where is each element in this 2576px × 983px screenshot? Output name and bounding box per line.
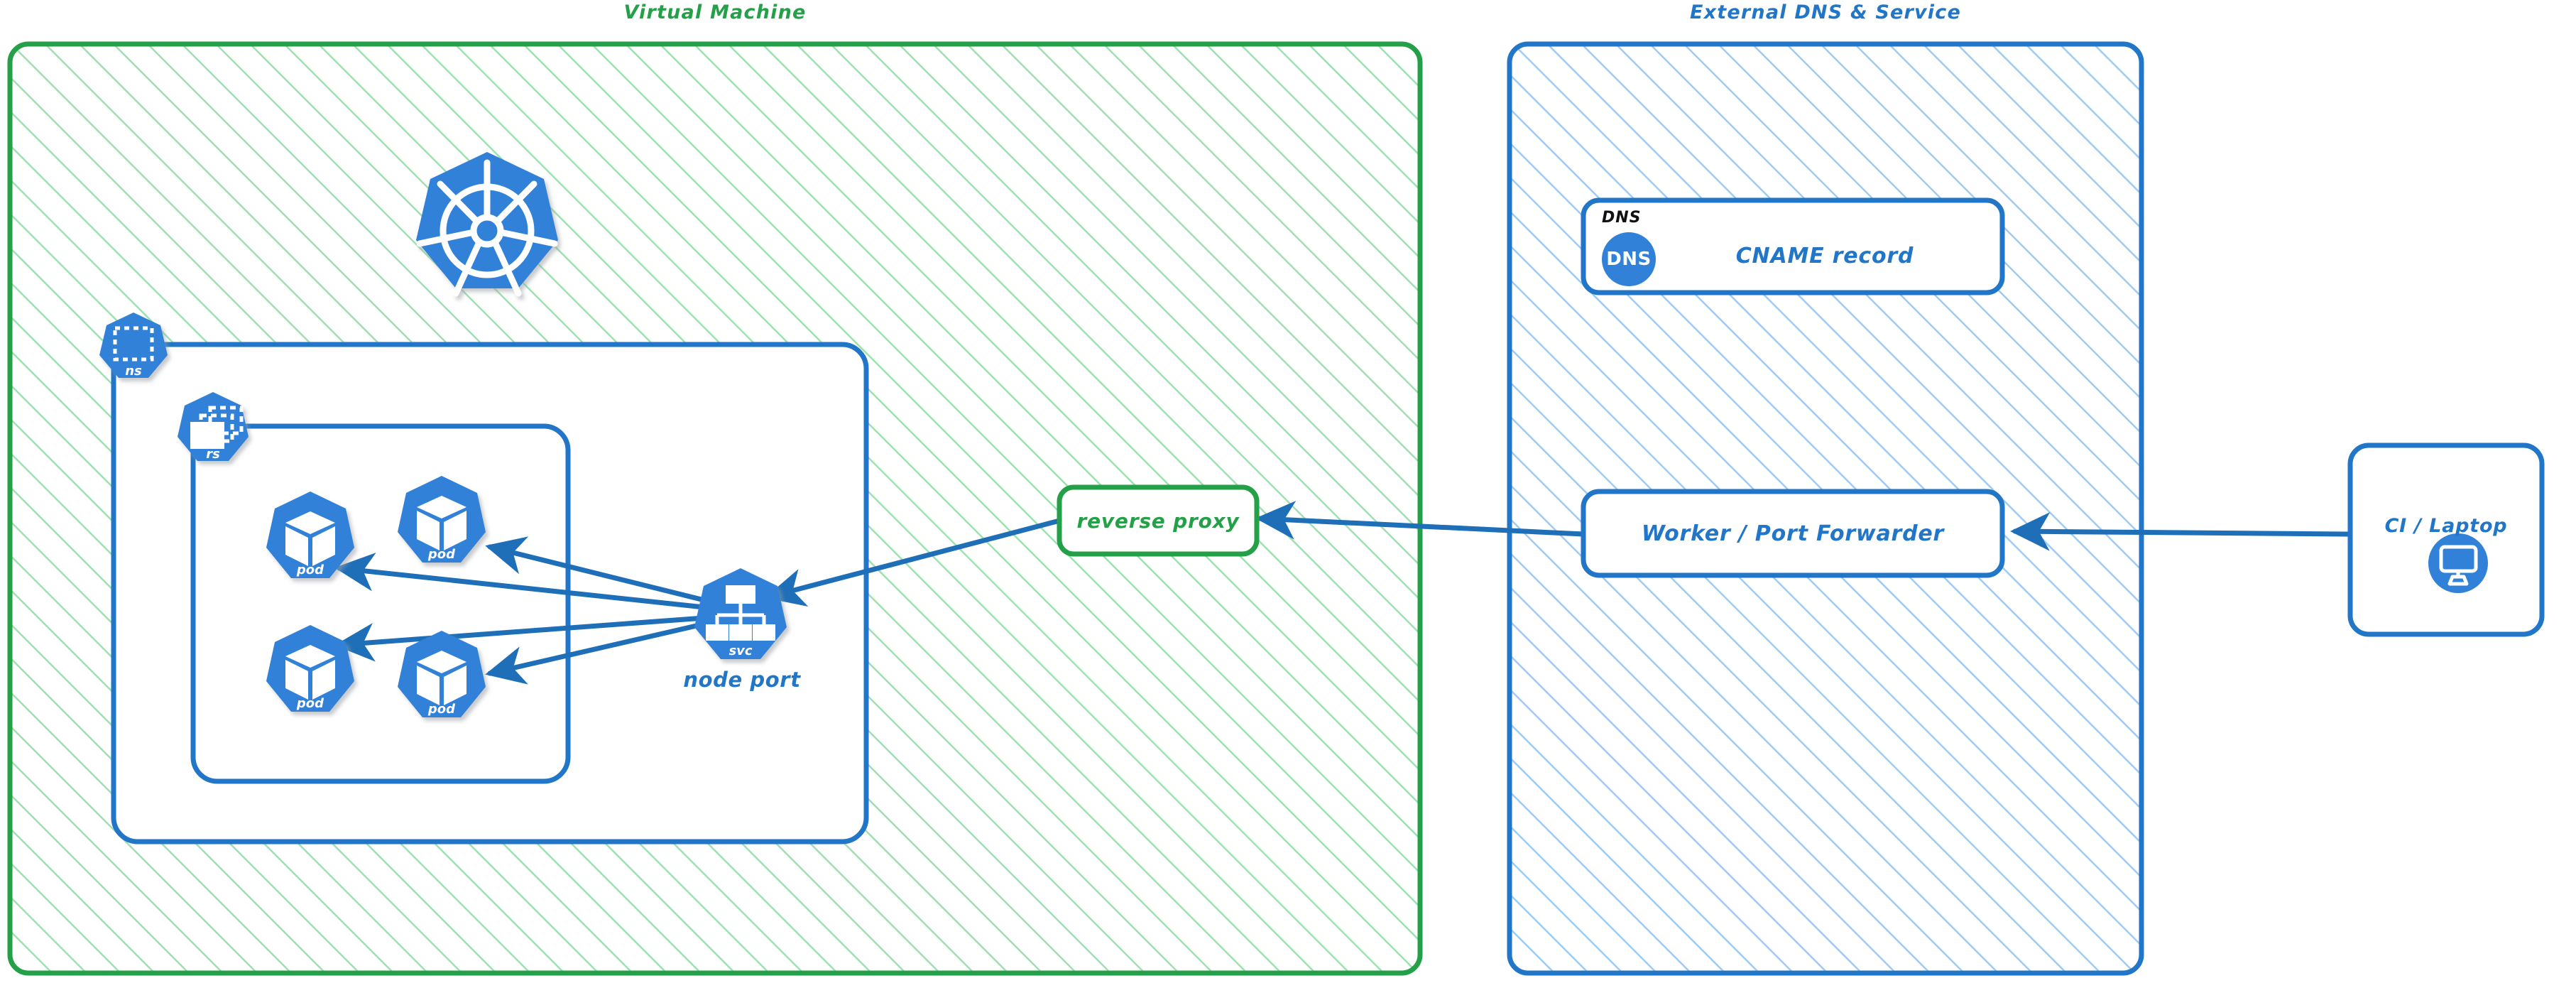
replicaset-badge: rs [178, 392, 249, 462]
dns-badge-circle [1602, 232, 1656, 286]
pod-node-3: pod [266, 625, 354, 712]
pod-icon [285, 511, 335, 566]
edge-svc-to-pod-2 [485, 536, 727, 608]
edge-svc-to-pod-4 [485, 617, 727, 685]
edge-svc-to-pod-3 [334, 614, 726, 662]
vm-panel-border [7, 41, 1423, 976]
pod-node-1: pod [266, 492, 354, 578]
dns-card[interactable] [1581, 197, 2005, 295]
pod-icon [285, 645, 335, 700]
replicaset-icon [190, 406, 244, 449]
pod-caption-3: pod [296, 696, 324, 711]
edge-reverse-proxy-to-svc [765, 517, 1065, 607]
pod-caption-2: pod [427, 547, 456, 562]
pod-caption-1: pod [296, 563, 324, 577]
edge-worker-to-reverse-proxy [1255, 501, 1586, 540]
reverse-proxy-box[interactable] [1057, 484, 1260, 557]
pod-icon [417, 651, 466, 705]
pod-node-2: pod [398, 476, 486, 563]
worker-port-forwarder-card[interactable] [1581, 489, 2005, 578]
edge-svc-to-pod-1 [334, 553, 727, 612]
service-node: svc [694, 568, 787, 659]
namespace-badge: ns [99, 313, 168, 379]
edge-group [334, 501, 2352, 685]
namespace-icon [113, 326, 154, 362]
replicaset-badge-caption: rs [206, 447, 220, 462]
service-caption: svc [728, 643, 752, 658]
replicaset-container [190, 423, 571, 784]
pod-caption-4: pod [427, 702, 456, 717]
desktop-monitor-icon [2428, 533, 2488, 593]
pod-node-4: pod [398, 631, 486, 717]
external-panel-border [1507, 41, 2144, 976]
pod-icon [417, 496, 466, 550]
edge-ci-laptop-to-worker [2010, 512, 2352, 551]
kubernetes-logo [416, 152, 558, 297]
service-icon [706, 585, 775, 641]
namespace-badge-caption: ns [125, 364, 142, 379]
